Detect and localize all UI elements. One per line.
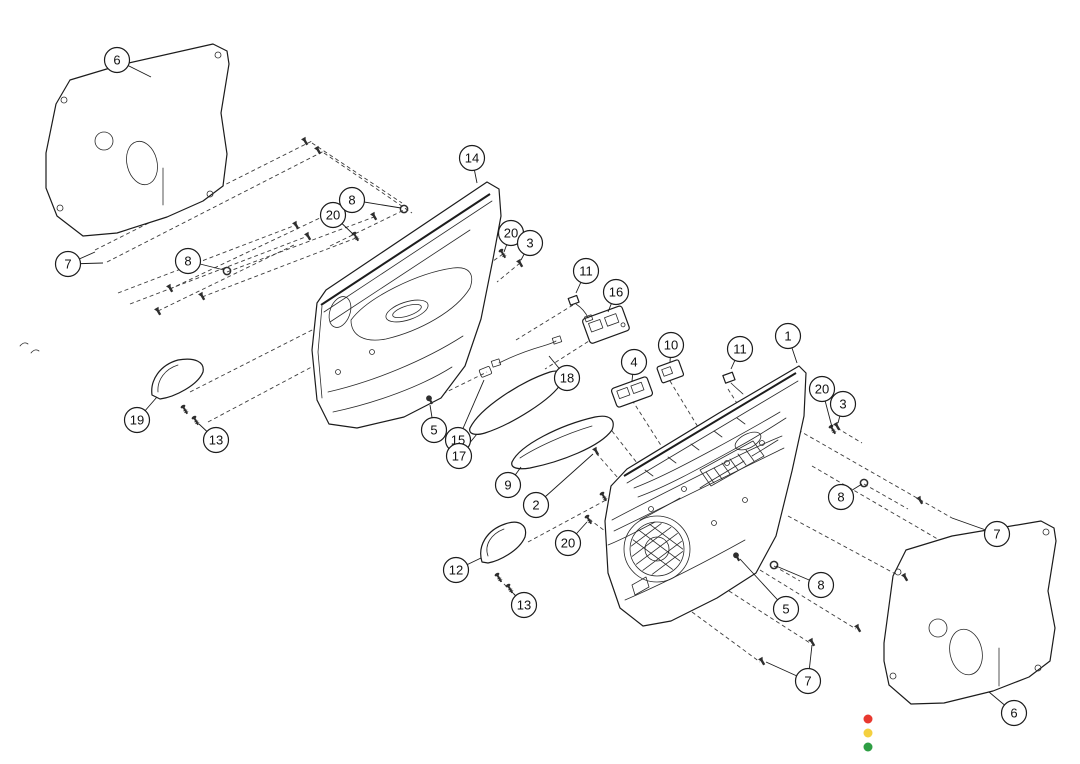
callout-6: 6 xyxy=(1000,699,1028,727)
svg-text:1: 1 xyxy=(784,329,791,344)
callout-11: 11 xyxy=(726,335,754,363)
cable-part18 xyxy=(490,335,563,368)
callout-5: 5 xyxy=(772,595,800,623)
callout-11: 11 xyxy=(572,257,600,285)
callout-10: 10 xyxy=(657,331,685,359)
callout-7: 7 xyxy=(794,667,822,695)
svg-text:7: 7 xyxy=(64,257,71,272)
callout-20: 20 xyxy=(554,529,582,557)
svg-text:8: 8 xyxy=(184,254,191,269)
callout-8: 8 xyxy=(174,247,202,275)
wire-harness-part11-upper xyxy=(567,294,594,323)
svg-text:9: 9 xyxy=(504,478,511,493)
status-dots xyxy=(863,714,873,752)
svg-text:20: 20 xyxy=(326,208,340,223)
svg-text:20: 20 xyxy=(561,536,575,551)
svg-text:13: 13 xyxy=(209,433,223,448)
svg-text:8: 8 xyxy=(348,193,355,208)
status-dot-yellow xyxy=(863,728,873,738)
callout-7: 7 xyxy=(54,250,82,278)
callout-3: 3 xyxy=(829,390,857,418)
switch-opening xyxy=(699,440,765,487)
status-dot-green xyxy=(863,742,873,752)
svg-text:17: 17 xyxy=(452,449,466,464)
callout-2: 2 xyxy=(522,491,550,519)
svg-text:11: 11 xyxy=(733,342,747,357)
callout-7: 7 xyxy=(983,520,1011,548)
callout-3: 3 xyxy=(516,229,544,257)
tweeter-trim-left-part19 xyxy=(151,358,204,400)
svg-text:13: 13 xyxy=(517,598,531,613)
callout-9: 9 xyxy=(494,471,522,499)
svg-text:20: 20 xyxy=(504,226,518,241)
callout-8: 8 xyxy=(338,186,366,214)
svg-text:16: 16 xyxy=(609,285,623,300)
wire-harness-part11-lower xyxy=(722,371,744,395)
armrest-pad-part9 xyxy=(511,415,614,470)
svg-text:6: 6 xyxy=(113,53,120,68)
callout-14: 14 xyxy=(458,144,486,172)
svg-text:18: 18 xyxy=(560,371,574,386)
door-trim-panel-front-view xyxy=(604,365,807,627)
svg-text:4: 4 xyxy=(630,355,637,370)
callout-1: 1 xyxy=(774,322,802,350)
callout-6: 6 xyxy=(103,46,131,74)
callout-4: 4 xyxy=(620,348,648,376)
speaker-grille xyxy=(623,515,691,583)
deadener-panel-bottom-right xyxy=(883,520,1057,705)
svg-text:11: 11 xyxy=(579,264,593,279)
svg-text:7: 7 xyxy=(993,527,1000,542)
callout-20: 20 xyxy=(497,219,525,247)
sparkle-marks xyxy=(19,342,40,354)
svg-text:20: 20 xyxy=(815,382,829,397)
svg-text:5: 5 xyxy=(782,602,789,617)
svg-text:3: 3 xyxy=(526,236,533,251)
callout-20: 20 xyxy=(808,375,836,403)
callout-8: 8 xyxy=(827,483,855,511)
svg-text:2: 2 xyxy=(532,498,539,513)
svg-text:14: 14 xyxy=(465,151,479,166)
switch-bezel-part4 xyxy=(610,376,654,408)
callout-13: 13 xyxy=(510,591,538,619)
deadener-panel-top-left xyxy=(45,43,230,237)
bracket-part15 xyxy=(478,366,493,378)
svg-text:6: 6 xyxy=(1010,706,1017,721)
door-trim-panel-rear-view xyxy=(311,181,502,429)
svg-text:12: 12 xyxy=(449,563,463,578)
svg-text:19: 19 xyxy=(130,413,144,428)
svg-text:7: 7 xyxy=(804,674,811,689)
svg-text:5: 5 xyxy=(430,423,437,438)
switch-part10 xyxy=(656,359,685,384)
callout-12: 12 xyxy=(442,556,470,584)
callout-8: 8 xyxy=(807,571,835,599)
window-switch-panel-part16 xyxy=(582,305,630,344)
callout-13: 13 xyxy=(202,426,230,454)
tweeter-trim-right-part12 xyxy=(480,521,527,564)
callout-20: 20 xyxy=(319,201,347,229)
reflector xyxy=(631,576,650,596)
callout-5: 5 xyxy=(420,416,448,444)
status-dot-red xyxy=(863,714,873,724)
callout-19: 19 xyxy=(123,406,151,434)
callout-16: 16 xyxy=(602,278,630,306)
svg-text:3: 3 xyxy=(839,397,846,412)
svg-text:8: 8 xyxy=(817,578,824,593)
callout-18: 18 xyxy=(553,364,581,392)
svg-text:8: 8 xyxy=(837,490,844,505)
svg-text:10: 10 xyxy=(664,338,678,353)
callout-17: 17 xyxy=(445,442,473,470)
door-handle-cup xyxy=(734,431,762,451)
